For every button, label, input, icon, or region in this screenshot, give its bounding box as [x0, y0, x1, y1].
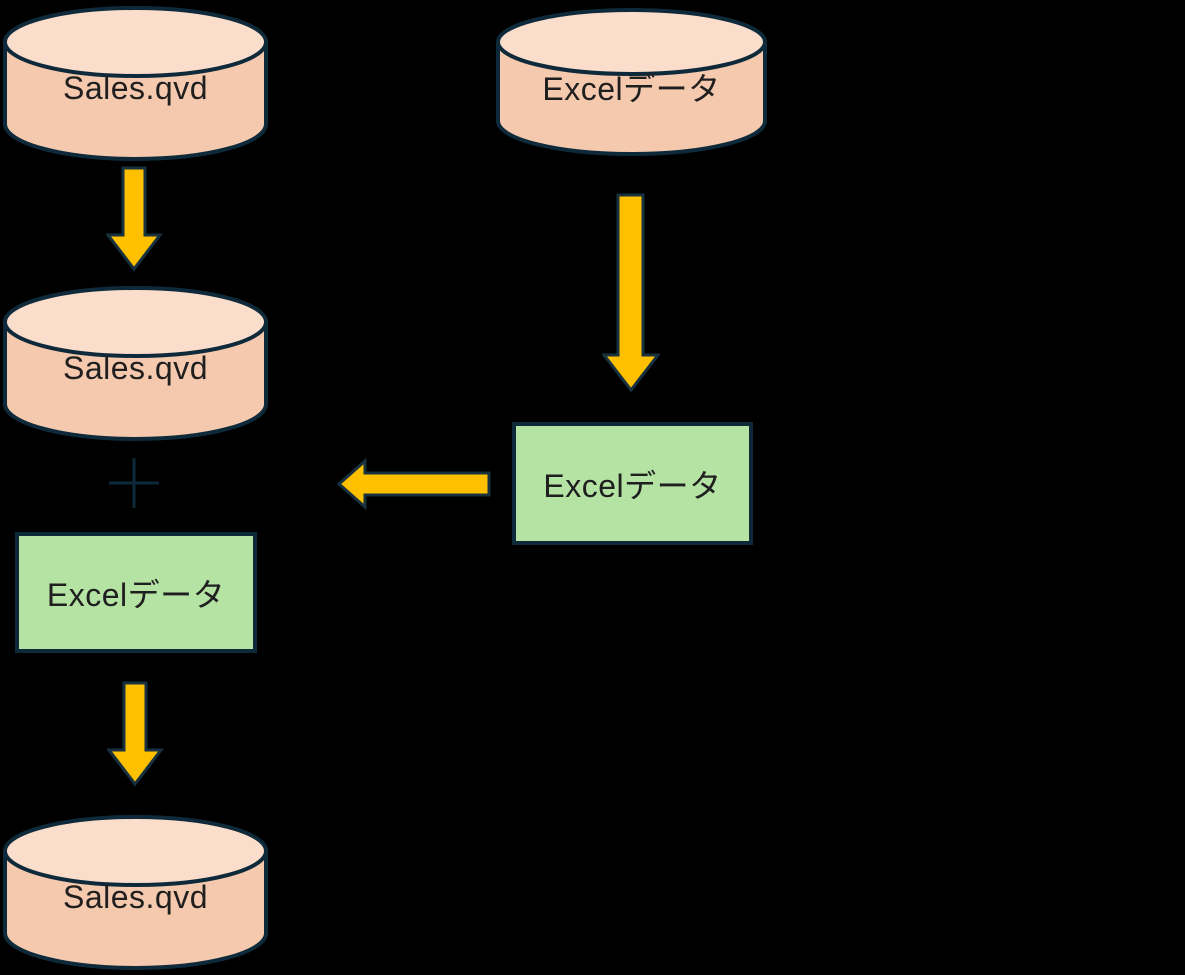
cylinder-shape	[496, 8, 767, 156]
excel-concat-box: Excelデータ	[15, 532, 257, 653]
excel-source-label: Excelデータ	[542, 71, 721, 107]
qvd-result-label: Sales.qvd	[62, 878, 209, 915]
cylinder-shape	[3, 6, 268, 161]
down-arrow-icon-store	[105, 681, 165, 787]
excel-source-cylinder: Excelデータ	[496, 7, 767, 157]
cylinder-shape	[3, 286, 268, 441]
down-arrow-icon-excel	[600, 193, 662, 393]
cylinder-shape	[3, 815, 268, 970]
qvd-loaded-cylinder: Sales.qvd	[3, 285, 268, 441]
qvd-source-cylinder: Sales.qvd	[3, 5, 268, 161]
down-arrow-icon-qvd	[104, 166, 164, 272]
qvd-source-label: Sales.qvd	[62, 69, 209, 106]
excel-loaded-label: Excelデータ	[543, 467, 722, 504]
excel-concat-label: Excelデータ	[46, 576, 226, 613]
qvd-loaded-label: Sales.qvd	[62, 349, 209, 386]
qvd-result-cylinder: Sales.qvd	[3, 814, 268, 970]
excel-loaded-box: Excelデータ	[512, 422, 753, 545]
left-arrow-icon-excel-merge	[336, 457, 492, 511]
plus-operator-icon	[108, 457, 160, 509]
